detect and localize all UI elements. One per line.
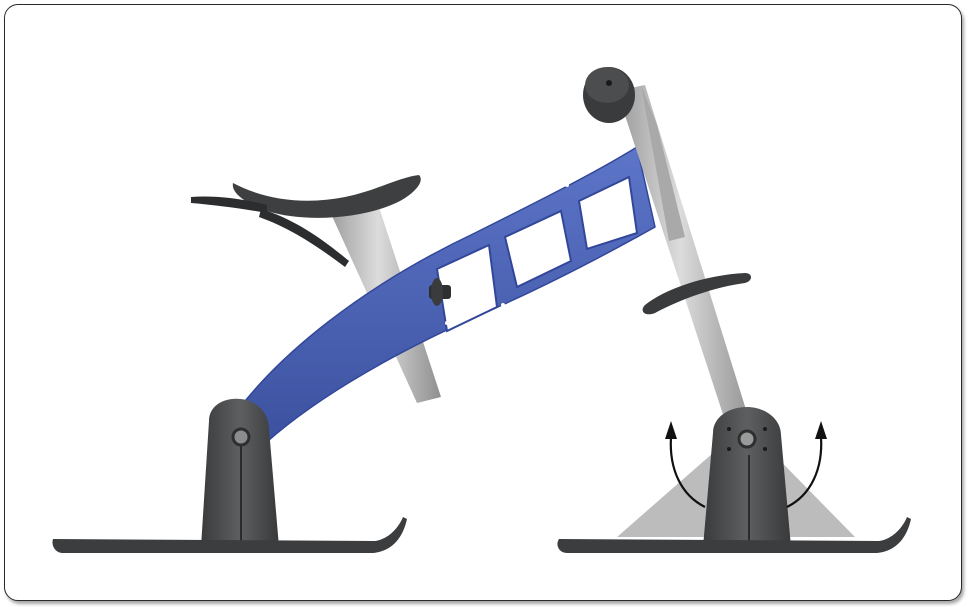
snow-scooter-illustration [5, 5, 962, 601]
illustration-frame [4, 4, 962, 601]
rear-ski-mount [703, 407, 791, 547]
front-ski-mount [201, 399, 279, 547]
steering-column [617, 85, 757, 451]
handlebar-top-grip [583, 67, 635, 123]
